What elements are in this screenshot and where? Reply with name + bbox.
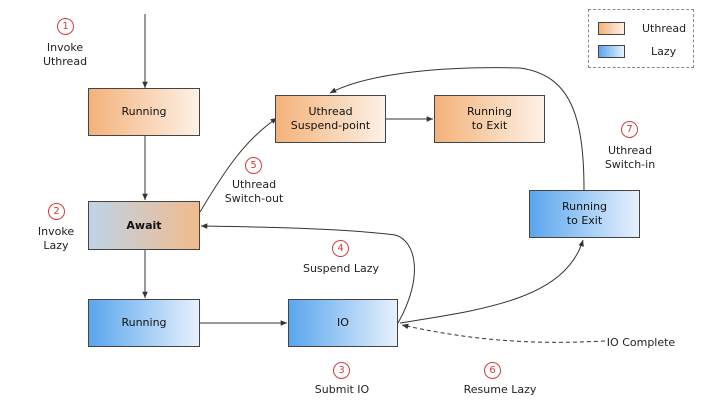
step-number-2: 2 — [48, 203, 65, 220]
node-uthread-suspend-point: Uthread Suspend-point — [275, 95, 386, 143]
step-label-uthread-switch-out: Uthread Switch-out — [224, 178, 284, 205]
legend-swatch-uthread — [598, 22, 625, 35]
step-label-invoke-uthread: Invoke Uthread — [42, 41, 88, 68]
step-number-6: 6 — [484, 362, 501, 379]
node-io: IO — [288, 299, 398, 347]
step-label-resume-lazy: Resume Lazy — [463, 383, 537, 396]
node-running-1: Running — [88, 88, 200, 136]
step-number-7: 7 — [621, 121, 638, 138]
node-await: Await — [88, 201, 200, 250]
node-running-to-exit-lazy: Running to Exit — [529, 190, 640, 238]
io-complete-label: IO Complete — [606, 336, 676, 349]
legend: Uthread Lazy — [588, 9, 694, 68]
step-number-1: 1 — [57, 18, 74, 35]
edge-await-suspend — [199, 117, 278, 213]
step-label-suspend-lazy: Suspend Lazy — [302, 262, 380, 275]
legend-label-uthread: Uthread — [642, 22, 687, 35]
edge-switch-in — [329, 67, 585, 191]
edge-io-await — [200, 223, 415, 324]
step-label-uthread-switch-in: Uthread Switch-in — [604, 144, 656, 171]
node-running-2: Running — [88, 299, 200, 347]
legend-swatch-lazy — [598, 45, 625, 58]
step-label-invoke-lazy: Invoke Lazy — [37, 225, 75, 252]
legend-label-lazy: Lazy — [651, 45, 677, 58]
step-number-4: 4 — [332, 240, 349, 257]
step-number-3: 3 — [333, 362, 350, 379]
edge-io-complete — [401, 323, 606, 343]
step-number-5: 5 — [245, 157, 262, 174]
step-label-submit-io: Submit IO — [314, 383, 370, 396]
edge-resume-lazy — [399, 239, 584, 324]
node-running-to-exit-uthread: Running to Exit — [434, 95, 545, 143]
